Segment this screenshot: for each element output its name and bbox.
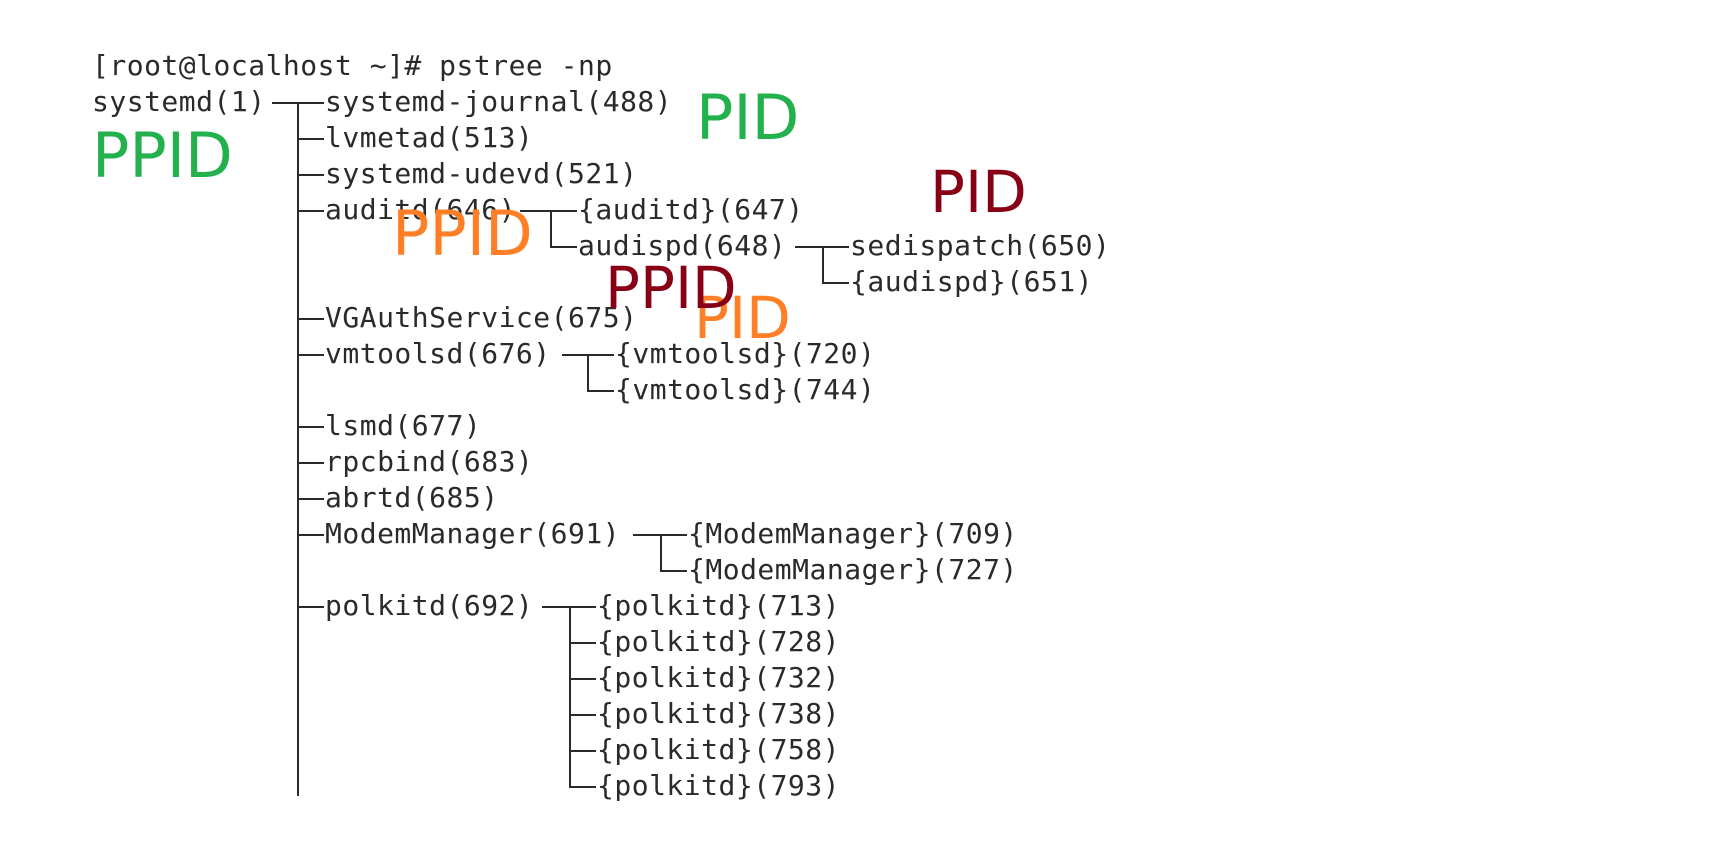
process-vmtoolsd: vmtoolsd(676) [325,337,551,370]
tree-connector [822,282,849,284]
tree-connector [297,318,324,320]
process-systemd-journal: systemd-journal(488) [325,85,673,118]
tree-connector [520,210,577,212]
process-vgauthservice: VGAuthService(675) [325,301,638,334]
annotation-ppid-darkred: PPID [605,254,737,322]
tree-connector [297,138,324,140]
tree-connector [660,534,662,570]
process-polkitd: polkitd(692) [325,589,534,622]
tree-connector [569,714,596,716]
thread-polkitd-732: {polkitd}(732) [597,661,841,694]
tree-connector [569,678,596,680]
process-modemmanager: ModemManager(691) [325,517,621,550]
process-rpcbind: rpcbind(683) [325,445,534,478]
process-lvmetad: lvmetad(513) [325,121,534,154]
thread-polkitd-758: {polkitd}(758) [597,733,841,766]
thread-vmtoolsd-720: {vmtoolsd}(720) [615,337,876,370]
process-sedispatch: sedispatch(650) [850,229,1111,262]
annotation-ppid-orange: PPID [392,197,533,270]
tree-connector [297,534,324,536]
thread-auditd: {auditd}(647) [578,193,804,226]
thread-polkitd-793: {polkitd}(793) [597,769,841,802]
thread-audispd: {audispd}(651) [850,265,1094,298]
tree-connector [569,786,596,788]
tree-connector [297,606,324,608]
tree-connector [660,570,687,572]
tree-connector [569,750,596,752]
annotation-pid-orange: PID [694,284,791,352]
thread-polkitd-713: {polkitd}(713) [597,589,841,622]
tree-connector [297,354,324,356]
thread-vmtoolsd-744: {vmtoolsd}(744) [615,373,876,406]
tree-connector [587,390,614,392]
tree-trunk [297,102,299,796]
thread-polkitd-738: {polkitd}(738) [597,697,841,730]
process-lsmd: lsmd(677) [325,409,482,442]
tree-connector [569,642,596,644]
tree-connector [550,210,552,246]
tree-connector [297,426,324,428]
tree-connector [297,498,324,500]
tree-connector [550,246,577,248]
tree-connector [822,246,824,282]
command-prompt: [root@localhost ~]# pstree -np [92,49,613,82]
tree-connector [587,354,589,390]
annotation-pid-green: PID [696,81,800,154]
tree-connector [297,210,324,212]
thread-modemmanager-709: {ModemManager}(709) [688,517,1018,550]
tree-connector [569,606,571,786]
process-systemd-udevd: systemd-udevd(521) [325,157,638,190]
tree-connector [297,462,324,464]
thread-modemmanager-727: {ModemManager}(727) [688,553,1018,586]
thread-polkitd-728: {polkitd}(728) [597,625,841,658]
process-audispd: audispd(648) [578,229,787,262]
process-abrtd: abrtd(685) [325,481,499,514]
process-systemd: systemd(1) [92,85,266,118]
tree-connector [297,174,324,176]
annotation-pid-darkred: PID [930,158,1027,226]
process-auditd: auditd(646) [325,193,516,226]
annotation-ppid-green: PPID [92,119,233,192]
